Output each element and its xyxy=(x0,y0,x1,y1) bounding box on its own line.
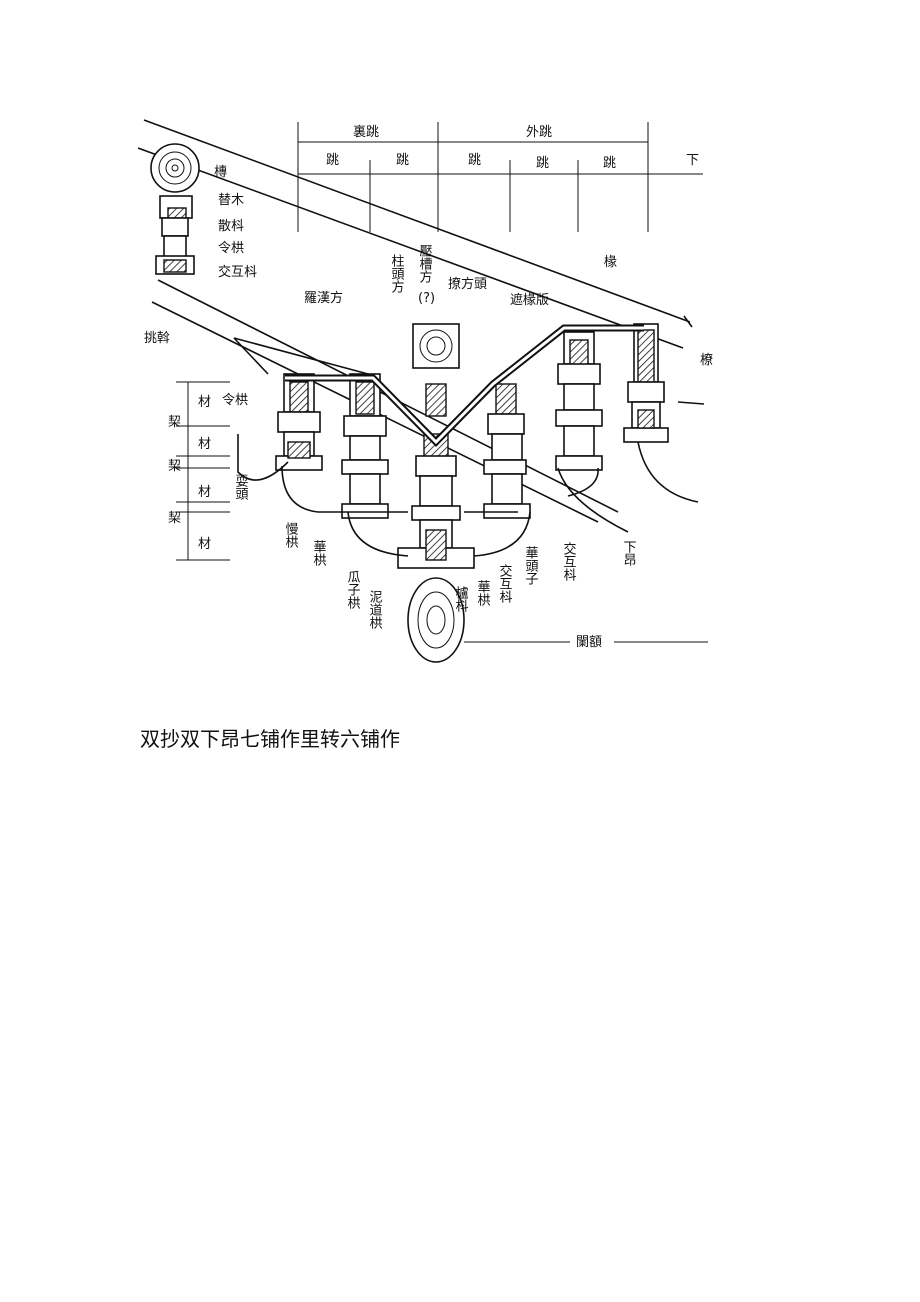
label-outer-span: 外跳 xyxy=(526,125,552,140)
label-tiao-1: 跳 xyxy=(326,153,339,168)
label-nidaogong: 泥道栱 xyxy=(367,590,383,630)
label-edge: 下 xyxy=(686,153,699,168)
rafters xyxy=(138,119,693,523)
bracket-set-diagram: 裏跳 外跳 跳 跳 跳 跳 跳 下 xyxy=(138,112,714,664)
label-tiao-5: 跳 xyxy=(603,156,616,171)
label-mangong: 慢栱 xyxy=(283,521,299,549)
label-cai-3: 材 xyxy=(198,485,211,500)
label-luohanfang: 羅漢方 xyxy=(304,290,343,306)
label-chuan: 椽 xyxy=(604,255,617,270)
figure-caption: 双抄双下昂七铺作里转六铺作 xyxy=(140,727,400,751)
label-jiaohudou-mid: 交互枓 xyxy=(497,563,513,603)
header-dimensions: 裏跳 外跳 跳 跳 跳 跳 跳 下 xyxy=(297,122,703,232)
yacaofang-block xyxy=(412,323,460,369)
label-zheyuanban: 遮椽版 xyxy=(510,292,549,308)
label-huatouzi: 華頭子 xyxy=(523,546,539,585)
label-zhutoufang: 柱頭方 xyxy=(389,254,405,294)
label-tiao-4: 跳 xyxy=(536,156,549,171)
label-tiao-2: 跳 xyxy=(396,153,409,168)
label-cai-2: 材 xyxy=(198,437,211,452)
label-qi-1: 栔 xyxy=(168,415,181,430)
label-lan-e: 闌額 xyxy=(576,635,602,650)
label-purlin: 槫 xyxy=(214,165,227,180)
label-qi-3: 栔 xyxy=(168,511,181,526)
label-linggong-left: 令栱 xyxy=(222,393,248,408)
label-timu: 替木 xyxy=(218,193,244,208)
label-qi-2: 栔 xyxy=(168,459,181,474)
label-huagong-mid: 華栱 xyxy=(475,580,491,607)
label-inner-span: 裏跳 xyxy=(353,125,379,140)
label-tiao-3: 跳 xyxy=(468,153,481,168)
label-ludou: 櫨枓 xyxy=(453,586,469,612)
label-cai-4: 材 xyxy=(198,537,211,552)
label-yacaofang: 壓槽方 xyxy=(417,244,433,284)
label-xiaang: 下昂 xyxy=(621,540,637,566)
label-yaotou: 耍頭 xyxy=(233,474,249,500)
bracket-columns xyxy=(275,323,669,569)
label-right-edge: 橑 xyxy=(700,352,713,368)
purlin xyxy=(150,143,200,193)
label-tiaowo: 挑斡 xyxy=(144,330,170,346)
label-linggong-top: 令栱 xyxy=(218,241,244,256)
label-jiaohudou-right: 交互枓 xyxy=(561,541,577,581)
label-sandou: 散枓 xyxy=(218,219,244,234)
label-tanfangtou: 撩方頭 xyxy=(448,276,487,292)
lan-e-log xyxy=(407,577,465,663)
label-huagong-left: 華栱 xyxy=(311,540,327,567)
material-scale xyxy=(176,381,230,561)
purlin-stack xyxy=(150,143,200,275)
gong-arms xyxy=(237,401,705,557)
label-question: (?) xyxy=(418,291,435,306)
label-cai-1: 材 xyxy=(198,395,211,410)
label-jiaohudou-top: 交互枓 xyxy=(218,264,257,280)
label-guazigong: 瓜子栱 xyxy=(345,570,361,610)
